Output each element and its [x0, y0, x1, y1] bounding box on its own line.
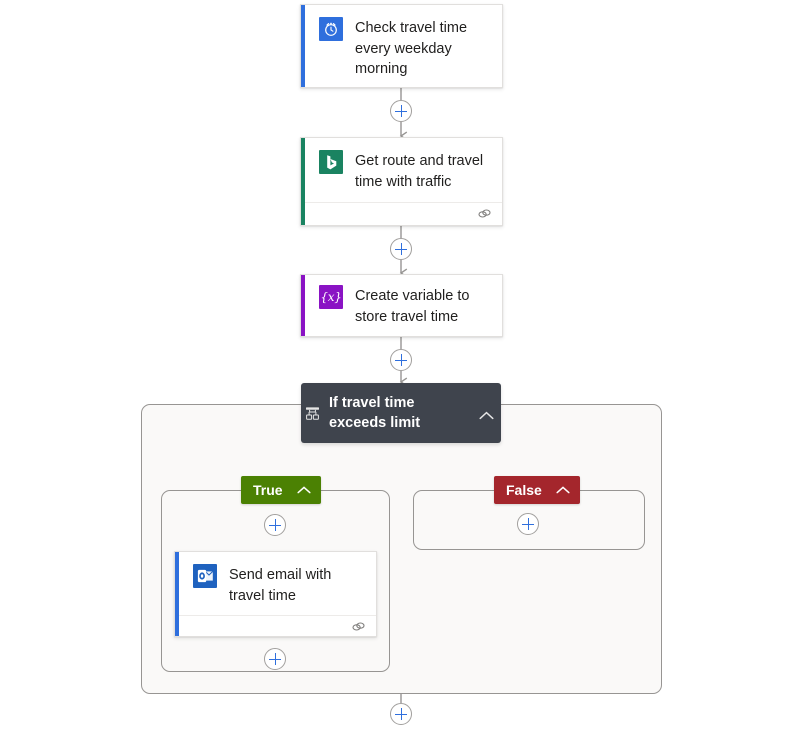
add-step-button-after-trigger[interactable] [390, 100, 412, 122]
branch-label-text: True [253, 482, 283, 498]
step-card-title: Get route and travel time with traffic [355, 153, 484, 190]
card-accent-bar [301, 138, 305, 225]
add-step-button-after-bing[interactable] [390, 238, 412, 260]
step-card-trigger[interactable]: Check travel time every weekday morning [300, 4, 503, 88]
chevron-up-icon[interactable] [556, 486, 570, 494]
bing-maps-icon [319, 150, 343, 174]
card-accent-bar [301, 5, 305, 87]
peek-code-link-icon[interactable] [477, 207, 492, 225]
step-card-init-variable[interactable]: {x} Create variable to store travel time [300, 274, 503, 337]
card-footer [305, 202, 502, 225]
recurrence-clock-icon [319, 17, 343, 41]
step-card-bing-maps[interactable]: Get route and travel time with traffic [300, 137, 503, 226]
add-step-button-false-empty[interactable] [517, 513, 539, 535]
add-step-button-after-condition[interactable] [390, 703, 412, 725]
card-accent-bar [175, 552, 179, 636]
outlook-email-icon [193, 564, 217, 588]
branch-label-false[interactable]: False [494, 476, 580, 504]
variable-braces-icon: {x} [319, 285, 343, 309]
add-step-button-after-variable[interactable] [390, 349, 412, 371]
branch-label-true[interactable]: True [241, 476, 321, 504]
add-step-button-true-top[interactable] [264, 514, 286, 536]
chevron-up-icon[interactable] [471, 407, 501, 420]
step-card-send-email[interactable]: Send email with travel time [174, 551, 377, 637]
condition-node-title: If travel time exceeds limit [329, 394, 421, 432]
add-step-button-true-bottom[interactable] [264, 648, 286, 670]
step-card-title: Send email with travel time [229, 567, 332, 604]
step-card-title: Create variable to store travel time [355, 288, 470, 325]
card-accent-bar [301, 275, 305, 336]
step-card-title: Check travel time every weekday morning [355, 20, 468, 77]
chevron-up-icon[interactable] [297, 486, 311, 494]
condition-control-icon [301, 406, 323, 421]
condition-node-header[interactable]: If travel time exceeds limit [301, 383, 501, 443]
branch-label-text: False [506, 482, 542, 498]
peek-code-link-icon[interactable] [351, 620, 366, 636]
card-footer [179, 615, 376, 636]
